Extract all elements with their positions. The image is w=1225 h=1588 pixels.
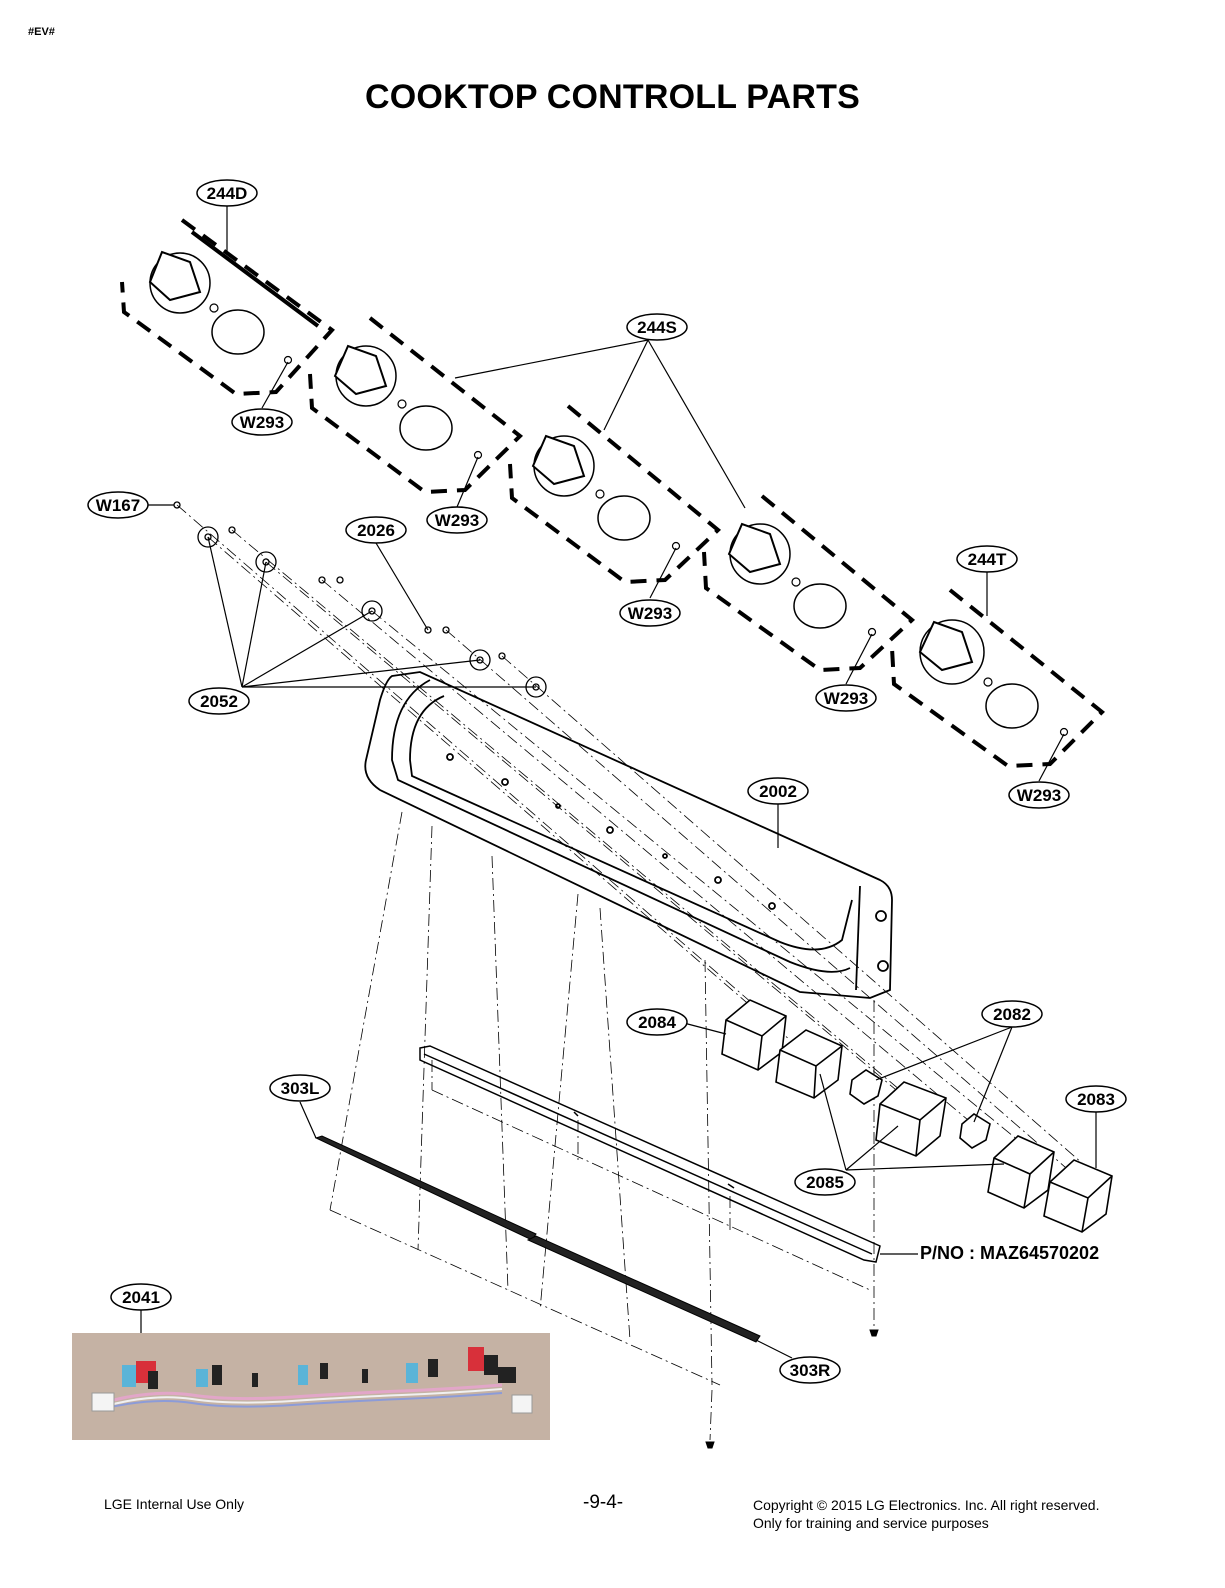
callout-W293-1 [231,408,293,436]
callout-2083 [1065,1085,1127,1113]
switches [721,999,1113,1233]
callout-W167 [87,491,149,519]
label-244T: 244T [968,550,1007,569]
callout-2084 [626,1008,688,1036]
callout-2085 [794,1168,856,1196]
callouts [87,179,1127,1384]
wire-harness-photo [72,1333,550,1440]
document-code: #EV# [28,26,55,38]
footer-internal-use: LGE Internal Use Only [104,1496,245,1512]
callout-2041 [110,1283,172,1311]
label-244S: 244S [637,318,677,337]
label-W293: W293 [1017,786,1061,805]
callout-W293-3 [619,599,681,627]
knob-assembly-244T [890,588,1105,769]
switch-bracket-rail [419,1045,881,1263]
label-W293: W293 [240,413,284,432]
knob-assembly-244S-1 [308,316,524,495]
callout-244S [626,313,688,341]
callout-labels: 244D 244S 244T W293 W293 W293 W293 W293 … [96,184,1115,1380]
callout-2052 [188,687,250,715]
control-panel-2002 [364,671,893,999]
wire-harness-image [91,1347,533,1414]
page-number: -9-4- [583,1492,624,1513]
label-2052: 2052 [200,692,238,711]
callout-W293-5 [1008,781,1070,809]
label-W293: W293 [628,604,672,623]
copyright-line-1: Copyright © 2015 LG Electronics. Inc. Al… [753,1497,1100,1513]
label-2026: 2026 [357,521,395,540]
label-2085: 2085 [806,1173,844,1192]
label-2084: 2084 [638,1013,676,1032]
callout-2026 [345,516,407,544]
label-2041: 2041 [122,1288,160,1307]
alignment-lines [176,504,1091,1441]
label-303L: 303L [281,1079,320,1098]
callout-W293-4 [815,684,877,712]
callout-W293-2 [426,506,488,534]
label-2083: 2083 [1077,1090,1115,1109]
knob-assembly-244D [120,218,335,397]
label-W293: W293 [435,511,479,530]
knob-assembly-244S-3 [702,494,916,673]
footer-copyright: Copyright © 2015 LG Electronics. Inc. Al… [753,1496,1099,1532]
label-303R: 303R [790,1361,831,1380]
trim-strips [314,1135,761,1343]
label-2082: 2082 [993,1005,1031,1024]
callout-244D [196,179,258,207]
knob-assembly-244S-2 [508,404,722,585]
label-2002: 2002 [759,782,797,801]
label-W293: W293 [824,689,868,708]
copyright-line-2: Only for training and service purposes [753,1515,989,1531]
page-title: COOKTOP CONTROLL PARTS [365,78,860,116]
leader-lines [140,206,1097,1366]
part-number-note: P/NO : MAZ64570202 [920,1243,1100,1263]
callout-2082 [981,1000,1043,1028]
callout-2002 [747,777,809,805]
label-W167: W167 [96,496,140,515]
label-244D: 244D [207,184,248,203]
bottom-screws [705,1329,879,1449]
callout-303R [779,1356,841,1384]
callout-244T [956,545,1018,573]
callout-303L [269,1074,331,1102]
